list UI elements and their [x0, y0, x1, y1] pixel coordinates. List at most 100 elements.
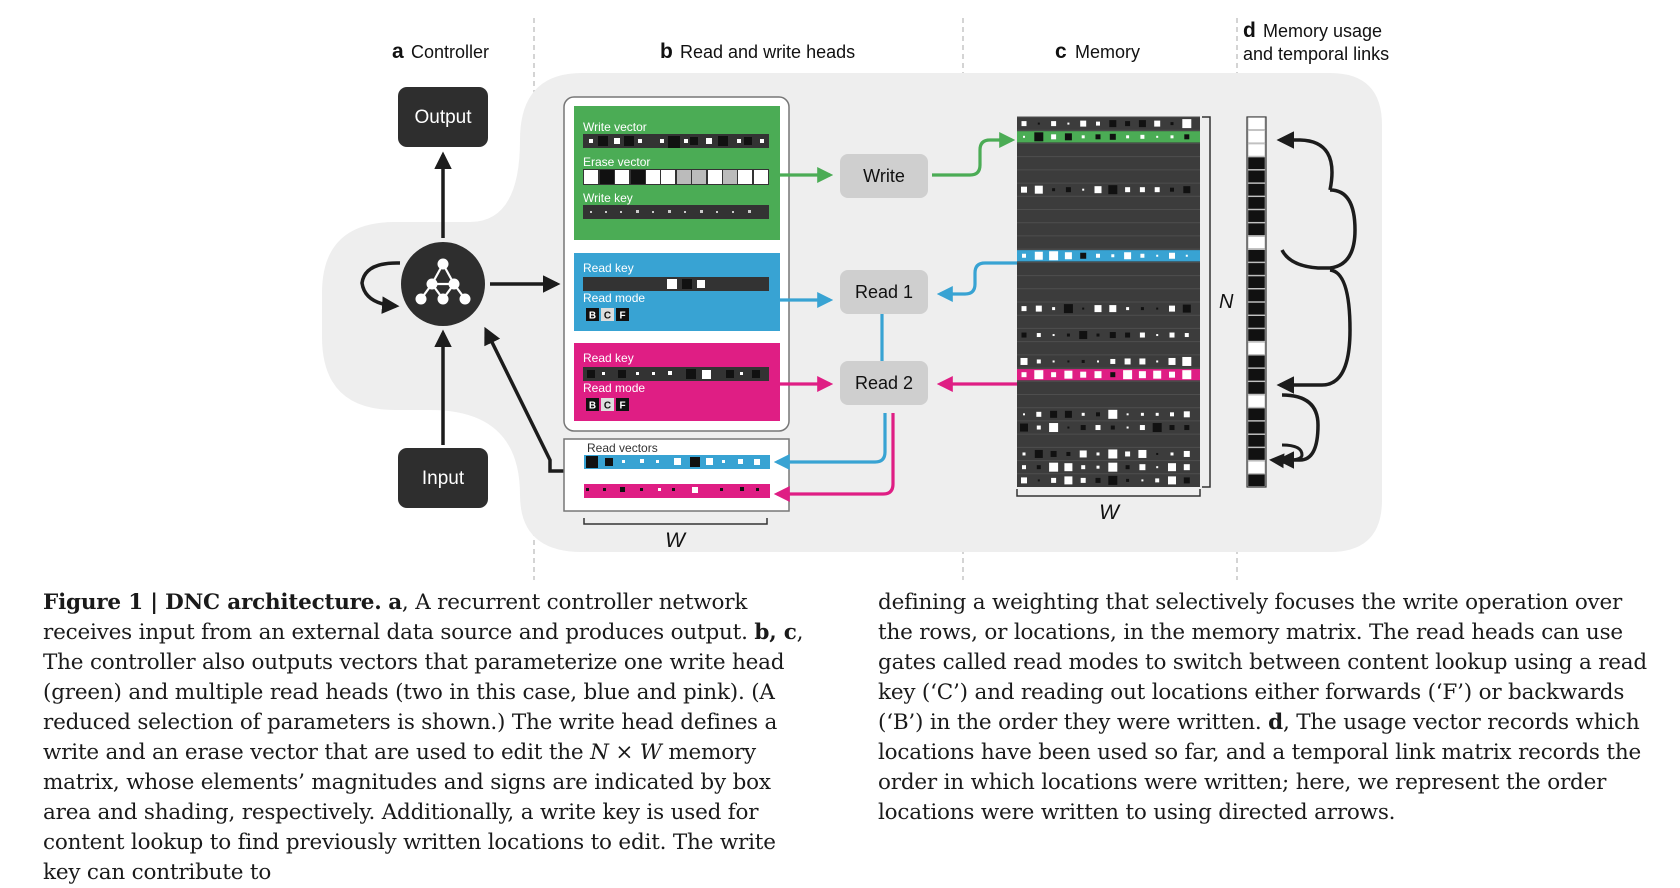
memory-cell	[1126, 478, 1130, 482]
memory-cell	[1021, 121, 1027, 127]
memory-cell	[1156, 452, 1159, 455]
memory-cell	[1081, 359, 1085, 363]
usage-cell	[1247, 341, 1266, 355]
memory-cell	[1096, 452, 1100, 456]
memory-cell	[1049, 462, 1059, 472]
svg-text:F: F	[619, 311, 625, 322]
memory-w-label: W	[1099, 501, 1121, 524]
panel-title-memory: Memory	[1075, 42, 1140, 62]
memory-cell	[1051, 134, 1057, 140]
panel-title-a: a Controller	[392, 40, 489, 63]
memory-cell	[1097, 360, 1099, 363]
input-label: Input	[422, 468, 465, 489]
memory-cell	[1138, 449, 1147, 458]
memory-cell	[1049, 423, 1059, 433]
panel-title-heads: Read and write heads	[680, 42, 855, 62]
memory-cell	[1182, 356, 1192, 366]
memory-cell	[1064, 133, 1072, 141]
read-key-1-label: Read key	[583, 261, 634, 275]
memory-cell	[1156, 334, 1159, 337]
memory-cell	[1081, 135, 1085, 139]
usage-cell	[1247, 275, 1266, 289]
memory-cell	[1185, 254, 1188, 257]
svg-text:C: C	[604, 401, 611, 412]
memory-cell	[1140, 134, 1145, 139]
write-vector-label: Write vector	[583, 120, 647, 134]
memory-cell	[1080, 120, 1087, 127]
dnc-architecture-diagram: a Controller b Read and write heads c Me…	[322, 18, 1389, 580]
memory-cell	[1050, 410, 1058, 418]
memory-cell	[1021, 306, 1027, 312]
memory-cell	[1051, 121, 1057, 127]
output-label: Output	[414, 107, 472, 128]
usage-cell	[1247, 183, 1266, 197]
usage-cell	[1247, 302, 1266, 316]
memory-cell	[1021, 372, 1027, 378]
usage-cell	[1247, 143, 1266, 157]
memory-cell	[1050, 450, 1057, 457]
memory-cell	[1183, 186, 1191, 194]
memory-cell	[1140, 412, 1144, 416]
usage-cell	[1247, 196, 1266, 210]
read-vectors-box: Read vectors W	[563, 438, 790, 552]
memory-cell	[1035, 305, 1042, 312]
memory-cell	[1036, 333, 1041, 338]
controller-network-icon	[401, 242, 485, 326]
usage-cell	[1247, 315, 1266, 329]
memory-cell	[1183, 450, 1190, 457]
usage-cell	[1247, 249, 1266, 263]
caption-p2-text2: , The usage vector records which locatio…	[878, 710, 1641, 825]
memory-cell	[1138, 120, 1146, 128]
memory-cell	[1140, 253, 1145, 258]
memory-cell	[1064, 463, 1073, 472]
memory-cell	[1067, 360, 1070, 363]
memory-cell	[1139, 425, 1145, 431]
memory-cell	[1081, 412, 1085, 416]
memory-cell	[1154, 120, 1161, 127]
memory-cell	[1123, 370, 1133, 380]
panel-letter-b: b	[660, 40, 673, 63]
memory-cell	[1156, 307, 1159, 310]
memory-cell	[1080, 425, 1086, 431]
svg-text:B: B	[589, 311, 596, 322]
memory-cell	[1051, 372, 1057, 378]
memory-cell	[1051, 477, 1057, 483]
memory-cell	[1170, 412, 1174, 417]
usage-cell	[1247, 170, 1266, 183]
controller-arrows	[360, 151, 565, 473]
memory-cell	[1096, 333, 1100, 337]
memory-cell	[1169, 425, 1175, 431]
figure-label: Figure 1 | DNC architecture.	[43, 590, 382, 615]
caption-nxw: N × W	[590, 740, 662, 765]
memory-cell	[1064, 476, 1073, 485]
caption-letters-bc: b, c	[754, 620, 797, 645]
panel-letter-d: d	[1243, 19, 1256, 42]
svg-text:B: B	[589, 401, 596, 412]
read-mode-1-label: Read mode	[583, 291, 645, 305]
usage-cell	[1247, 236, 1266, 249]
memory-cell	[1110, 358, 1116, 364]
memory-cell	[1169, 371, 1175, 378]
memory-cell	[1153, 370, 1162, 379]
memory-cell	[1183, 411, 1190, 418]
usage-cell	[1247, 209, 1266, 223]
memory-cell	[1096, 253, 1100, 258]
usage-cells	[1247, 117, 1266, 487]
memory-cell	[1034, 251, 1043, 260]
erase-vector-bar	[583, 169, 769, 185]
svg-text:F: F	[619, 401, 625, 412]
memory-cell	[1080, 371, 1087, 378]
input-box: Input	[398, 448, 488, 508]
memory-cell	[1155, 478, 1160, 483]
panel-letter-a: a	[392, 40, 404, 63]
memory-n-label: N	[1219, 291, 1234, 313]
svg-text:C: C	[604, 311, 611, 322]
memory-cell	[1108, 449, 1118, 459]
memory-cell	[1082, 307, 1085, 310]
memory-cell	[1156, 254, 1159, 257]
usage-cell	[1247, 447, 1266, 461]
panel-title-c: c Memory	[1055, 40, 1140, 63]
memory-cell	[1064, 252, 1072, 260]
usage-cell	[1247, 288, 1266, 302]
memory-cell	[1183, 464, 1190, 471]
